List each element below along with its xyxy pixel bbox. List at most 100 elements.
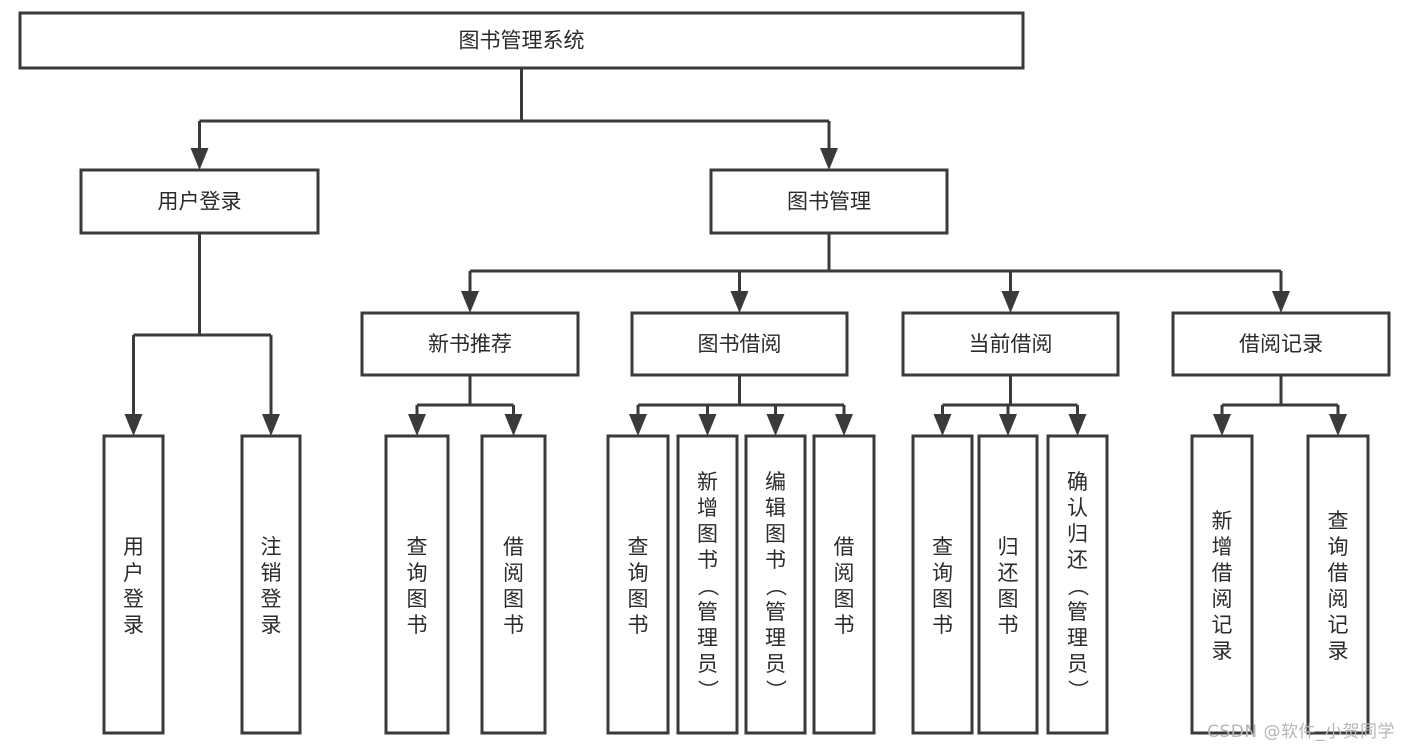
node-label-char: 辑 bbox=[765, 496, 786, 520]
node-label-char: 图 bbox=[834, 587, 855, 611]
node-label-char: 用 bbox=[123, 535, 144, 559]
node-label-char: 归 bbox=[1067, 522, 1088, 546]
node-label-char: 员 bbox=[1067, 652, 1088, 676]
node-label-char: 增 bbox=[697, 496, 718, 520]
node-label-char: 录 bbox=[1328, 639, 1349, 663]
node-label-char: （ bbox=[1066, 575, 1090, 596]
node-label: 借阅记录 bbox=[1239, 332, 1323, 356]
arrow-head-icon bbox=[1213, 414, 1231, 436]
arrow-head-icon bbox=[190, 148, 209, 170]
node-label-char: 图 bbox=[503, 587, 524, 611]
arrow-head-icon bbox=[1272, 291, 1290, 313]
node-label-char: 阅 bbox=[1212, 587, 1233, 611]
node-label-char: 借 bbox=[1328, 561, 1349, 585]
node-label-char: 借 bbox=[503, 535, 524, 559]
node-box-l2-record[interactable] bbox=[1171, 311, 1391, 377]
node-box-l3-b1[interactable] bbox=[384, 434, 450, 735]
node-box-l1-book-manage[interactable] bbox=[709, 168, 949, 235]
node-box-l2-borrow[interactable] bbox=[630, 311, 849, 377]
node-label-vertical: 用户登录 bbox=[123, 535, 144, 637]
arrow-head-icon bbox=[835, 414, 853, 436]
node-label-char: 记 bbox=[1212, 613, 1233, 637]
node-label-char: 查 bbox=[407, 535, 428, 559]
node-label-char: 阅 bbox=[834, 561, 855, 585]
node-box-l3-c1[interactable] bbox=[606, 434, 670, 735]
arrow-head-icon bbox=[766, 414, 785, 436]
node-label-char: 图 bbox=[765, 522, 786, 546]
node-label-char: 询 bbox=[628, 561, 649, 585]
node-label-char: 增 bbox=[1212, 535, 1233, 559]
node-box-l3-d2[interactable] bbox=[977, 434, 1039, 735]
node-label-char: 记 bbox=[1328, 613, 1349, 637]
node-box-l3-d1[interactable] bbox=[911, 434, 974, 735]
node-label: 图书管理系统 bbox=[459, 29, 585, 53]
node-label-char: 编 bbox=[765, 470, 786, 494]
node-label-char: 询 bbox=[407, 561, 428, 585]
node-box-l3-d3[interactable] bbox=[1046, 434, 1109, 735]
node-label-char: 管 bbox=[697, 600, 718, 624]
node-label-char: 图 bbox=[628, 587, 649, 611]
node-label-char: （ bbox=[764, 575, 788, 596]
node-box-l3-b2[interactable] bbox=[480, 434, 547, 735]
node-box-l3-e1[interactable] bbox=[1190, 434, 1254, 735]
node-label-char: 书 bbox=[697, 548, 718, 572]
node-label-char: 登 bbox=[123, 587, 144, 611]
node-label-char: 书 bbox=[834, 613, 855, 637]
node-box-l3-e2[interactable] bbox=[1306, 434, 1370, 735]
arrow-head-icon bbox=[124, 414, 143, 436]
arrow-head-icon bbox=[933, 414, 952, 436]
node-label-char: （ bbox=[696, 575, 720, 596]
node-box-root[interactable] bbox=[18, 11, 1025, 70]
node-label-char: 录 bbox=[1212, 639, 1233, 663]
node-label-char: 图 bbox=[998, 587, 1019, 611]
node-label: 当前借阅 bbox=[969, 332, 1053, 356]
node-label-char: 书 bbox=[407, 613, 428, 637]
node-label-char: 员 bbox=[697, 652, 718, 676]
node-label-char: 阅 bbox=[503, 561, 524, 585]
node-box-l3-a2[interactable] bbox=[240, 434, 302, 735]
node-label-char: 还 bbox=[1067, 548, 1088, 572]
node-label-char: ） bbox=[696, 679, 720, 700]
node-label-char: 登 bbox=[261, 587, 282, 611]
node-box-l1-user-login[interactable] bbox=[79, 168, 320, 235]
node-label-char: 借 bbox=[834, 535, 855, 559]
node-box-l2-new-book[interactable] bbox=[360, 311, 580, 377]
node-box-l2-current[interactable] bbox=[901, 311, 1120, 377]
arrow-head-icon bbox=[999, 414, 1017, 436]
node-label-char: 书 bbox=[998, 613, 1019, 637]
node-label-char: 查 bbox=[628, 535, 649, 559]
node-label-char: 销 bbox=[261, 561, 282, 585]
node-label-char: 理 bbox=[697, 626, 718, 650]
arrow-head-icon bbox=[1329, 414, 1347, 436]
node-label-char: 认 bbox=[1067, 496, 1088, 520]
node-label-char: 管 bbox=[765, 600, 786, 624]
arrow-head-icon bbox=[629, 414, 647, 436]
node-label-char: 图 bbox=[932, 587, 953, 611]
node-label-char: 理 bbox=[1067, 626, 1088, 650]
node-label-char: 图 bbox=[697, 522, 718, 546]
node-box-l3-a1[interactable] bbox=[102, 434, 165, 735]
node-box-l3-c2[interactable] bbox=[676, 434, 739, 735]
node-label-char: 询 bbox=[932, 561, 953, 585]
arrow-head-icon bbox=[1068, 414, 1087, 436]
node-box-l3-c4[interactable] bbox=[812, 434, 876, 735]
node-label-char: 查 bbox=[932, 535, 953, 559]
node-box-l3-c3[interactable] bbox=[744, 434, 807, 735]
node-label: 图书借阅 bbox=[698, 332, 782, 356]
node-label-char: 录 bbox=[123, 613, 144, 637]
node-label: 用户登录 bbox=[158, 190, 242, 214]
node-label-char: ） bbox=[764, 679, 788, 700]
